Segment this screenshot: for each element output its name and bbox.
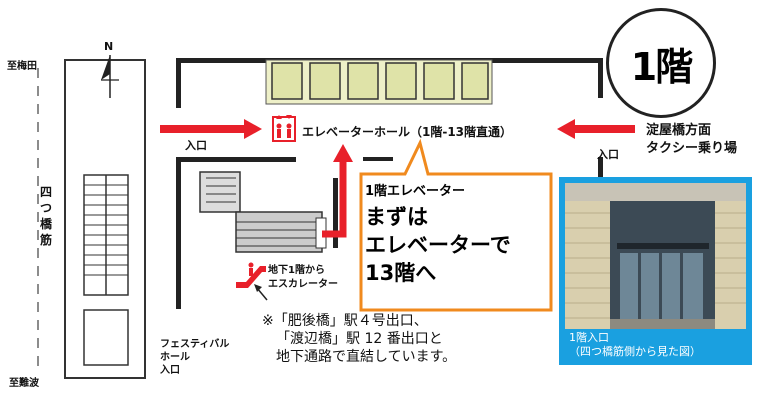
callout-text: 1階エレベーター まずは エレベーターで 13階へ bbox=[365, 180, 545, 287]
entrance-arrow-left bbox=[160, 119, 262, 139]
note-line1: ※「肥後橋」駅４号出口、 bbox=[262, 313, 428, 329]
escalator-arrow bbox=[322, 144, 353, 238]
photo-caption-line1: 1階入口 bbox=[569, 331, 609, 344]
entrance-photo: 1階入口 （四つ橋筋側から見た図） bbox=[559, 177, 752, 365]
note-line2: 「渡辺橋」駅 12 番出口と bbox=[276, 331, 443, 347]
escalator-block bbox=[199, 171, 327, 253]
photo-caption: 1階入口 （四つ橋筋側から見た図） bbox=[569, 331, 701, 359]
entrance-arrow-right bbox=[557, 119, 635, 139]
entrance-right-label: 入口 bbox=[597, 148, 619, 161]
callout-subtitle: 1階エレベーター bbox=[365, 184, 466, 199]
callout-balloon bbox=[359, 138, 553, 312]
photo-caption-line2: （四つ橋筋側から見た図） bbox=[569, 345, 701, 358]
festival-label-line2: ホール bbox=[160, 352, 190, 363]
north-arrow-icon bbox=[101, 55, 119, 98]
entrance-photo-image bbox=[565, 183, 746, 329]
callout-line2: エレベーターで bbox=[365, 233, 511, 257]
floor-badge-text: 1階 bbox=[630, 44, 693, 89]
subway-note: ※「肥後橋」駅４号出口、 「渡辺橋」駅 12 番出口と 地下通路で直結しています… bbox=[262, 312, 456, 366]
street-stairs bbox=[83, 174, 129, 366]
escalator-to-label-arrow bbox=[254, 284, 268, 301]
street-name-label: 四つ橋筋 bbox=[39, 185, 52, 247]
street-bottom-label: 至難波 bbox=[9, 378, 39, 389]
callout-line1: まずは bbox=[365, 205, 428, 229]
elevator-icon bbox=[272, 115, 296, 142]
callout-line3: 13階へ bbox=[365, 261, 437, 285]
elevator-bank bbox=[265, 59, 493, 105]
escalator-label-line1: 地下1階から bbox=[268, 265, 325, 276]
north-label: N bbox=[104, 40, 114, 53]
entrance-left-label: 入口 bbox=[185, 139, 207, 152]
festival-label-line1: フェスティバル bbox=[160, 339, 230, 350]
festival-label-line3: 入口 bbox=[160, 365, 180, 376]
taxi-label-line2: タクシー乗り場 bbox=[646, 141, 738, 156]
elevator-hall-label: エレベーターホール（1階-13階直通） bbox=[302, 125, 513, 139]
street-top-label: 至梅田 bbox=[7, 61, 37, 72]
floor-badge: 1階 bbox=[606, 8, 716, 118]
escalator-label-line2: エスカレーター bbox=[268, 279, 338, 290]
note-line3: 地下通路で直結しています。 bbox=[276, 349, 457, 365]
taxi-label-line1: 淀屋橋方面 bbox=[646, 123, 712, 138]
escalator-icon bbox=[236, 262, 266, 288]
